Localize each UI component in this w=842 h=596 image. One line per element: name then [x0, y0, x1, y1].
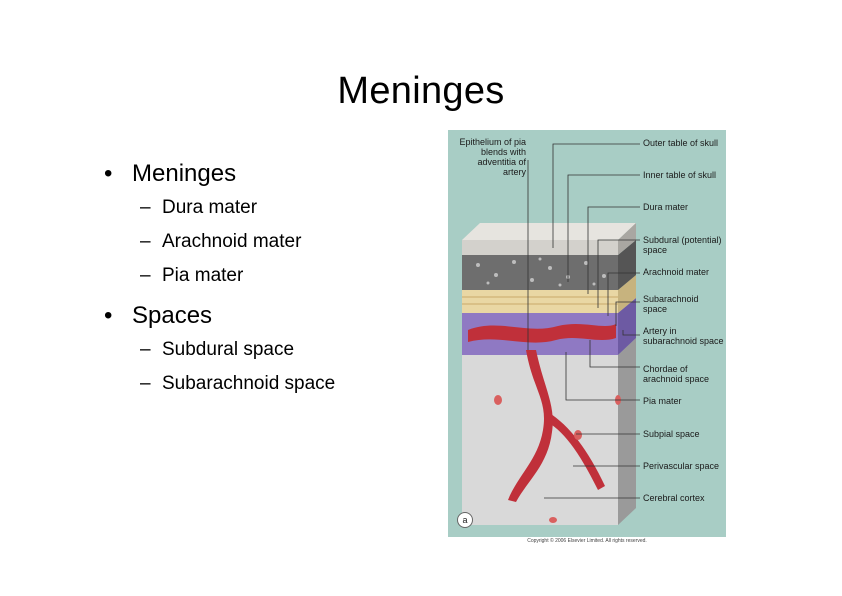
skull-side [618, 240, 636, 290]
leader-lines [527, 143, 640, 499]
panel-letter: a [457, 512, 473, 528]
label-subarachnoid: Subarachnoid space [643, 294, 699, 314]
bullet-meninges: • Meninges [104, 160, 237, 187]
sub-bullet-subarachnoid: –Subarachnoid space [140, 373, 336, 394]
vessel-branch [544, 412, 605, 490]
meninges-illustration [462, 143, 640, 525]
outer-table [462, 240, 618, 255]
dura-side [618, 275, 636, 313]
slide-title: Meninges [337, 70, 505, 112]
label-chordae: Chordae of arachnoid space [643, 364, 710, 384]
meninges-figure: Epithelium of pia blends with adventitia… [448, 130, 726, 537]
cortex-side [618, 338, 636, 525]
dura-layer [462, 290, 618, 313]
label-epithelium: Epithelium of pia blends with adventitia… [459, 137, 526, 177]
artery-subarachnoid [468, 324, 616, 343]
label-outer-table: Outer table of skull [643, 138, 719, 148]
bone-speckles [476, 257, 606, 287]
label-arachnoid: Arachnoid mater [643, 267, 710, 277]
label-pia: Pia mater [643, 396, 682, 406]
bullet-spaces: • Spaces [104, 302, 213, 329]
label-dura: Dura mater [643, 202, 689, 212]
label-perivascular: Perivascular space [643, 461, 720, 471]
skull-diploe [462, 255, 618, 290]
penetrating-vessel [508, 350, 553, 502]
label-inner-table: Inner table of skull [643, 170, 717, 180]
bullet-list: • Meninges –Dura mater –Arachnoid mater … [104, 160, 335, 406]
arachnoid-side [618, 298, 636, 355]
label-cortex: Cerebral cortex [643, 493, 705, 503]
sub-bullet-arachnoid: –Arachnoid mater [140, 231, 302, 252]
sub-bullet-pia: –Pia mater [140, 265, 244, 286]
skull-top [462, 223, 636, 240]
sub-bullet-subdural: –Subdural space [140, 339, 295, 360]
copyright-text: Copyright © 2006 Elsevier Limited. All r… [527, 538, 647, 544]
label-subdural: Subdural (potential) space [643, 235, 722, 255]
outer-table-side [618, 223, 636, 255]
label-subpial: Subpial space [643, 429, 700, 439]
label-artery: Artery in subarachnoid space [643, 326, 724, 346]
sub-bullet-dura: –Dura mater [140, 197, 258, 218]
